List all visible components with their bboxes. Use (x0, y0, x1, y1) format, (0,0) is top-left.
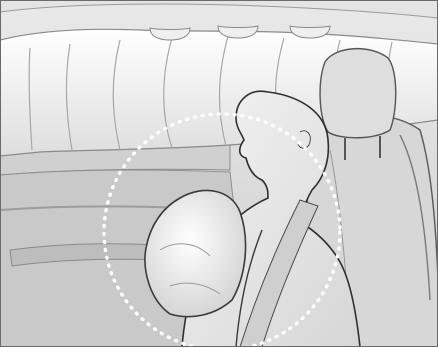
headrest (320, 49, 396, 138)
